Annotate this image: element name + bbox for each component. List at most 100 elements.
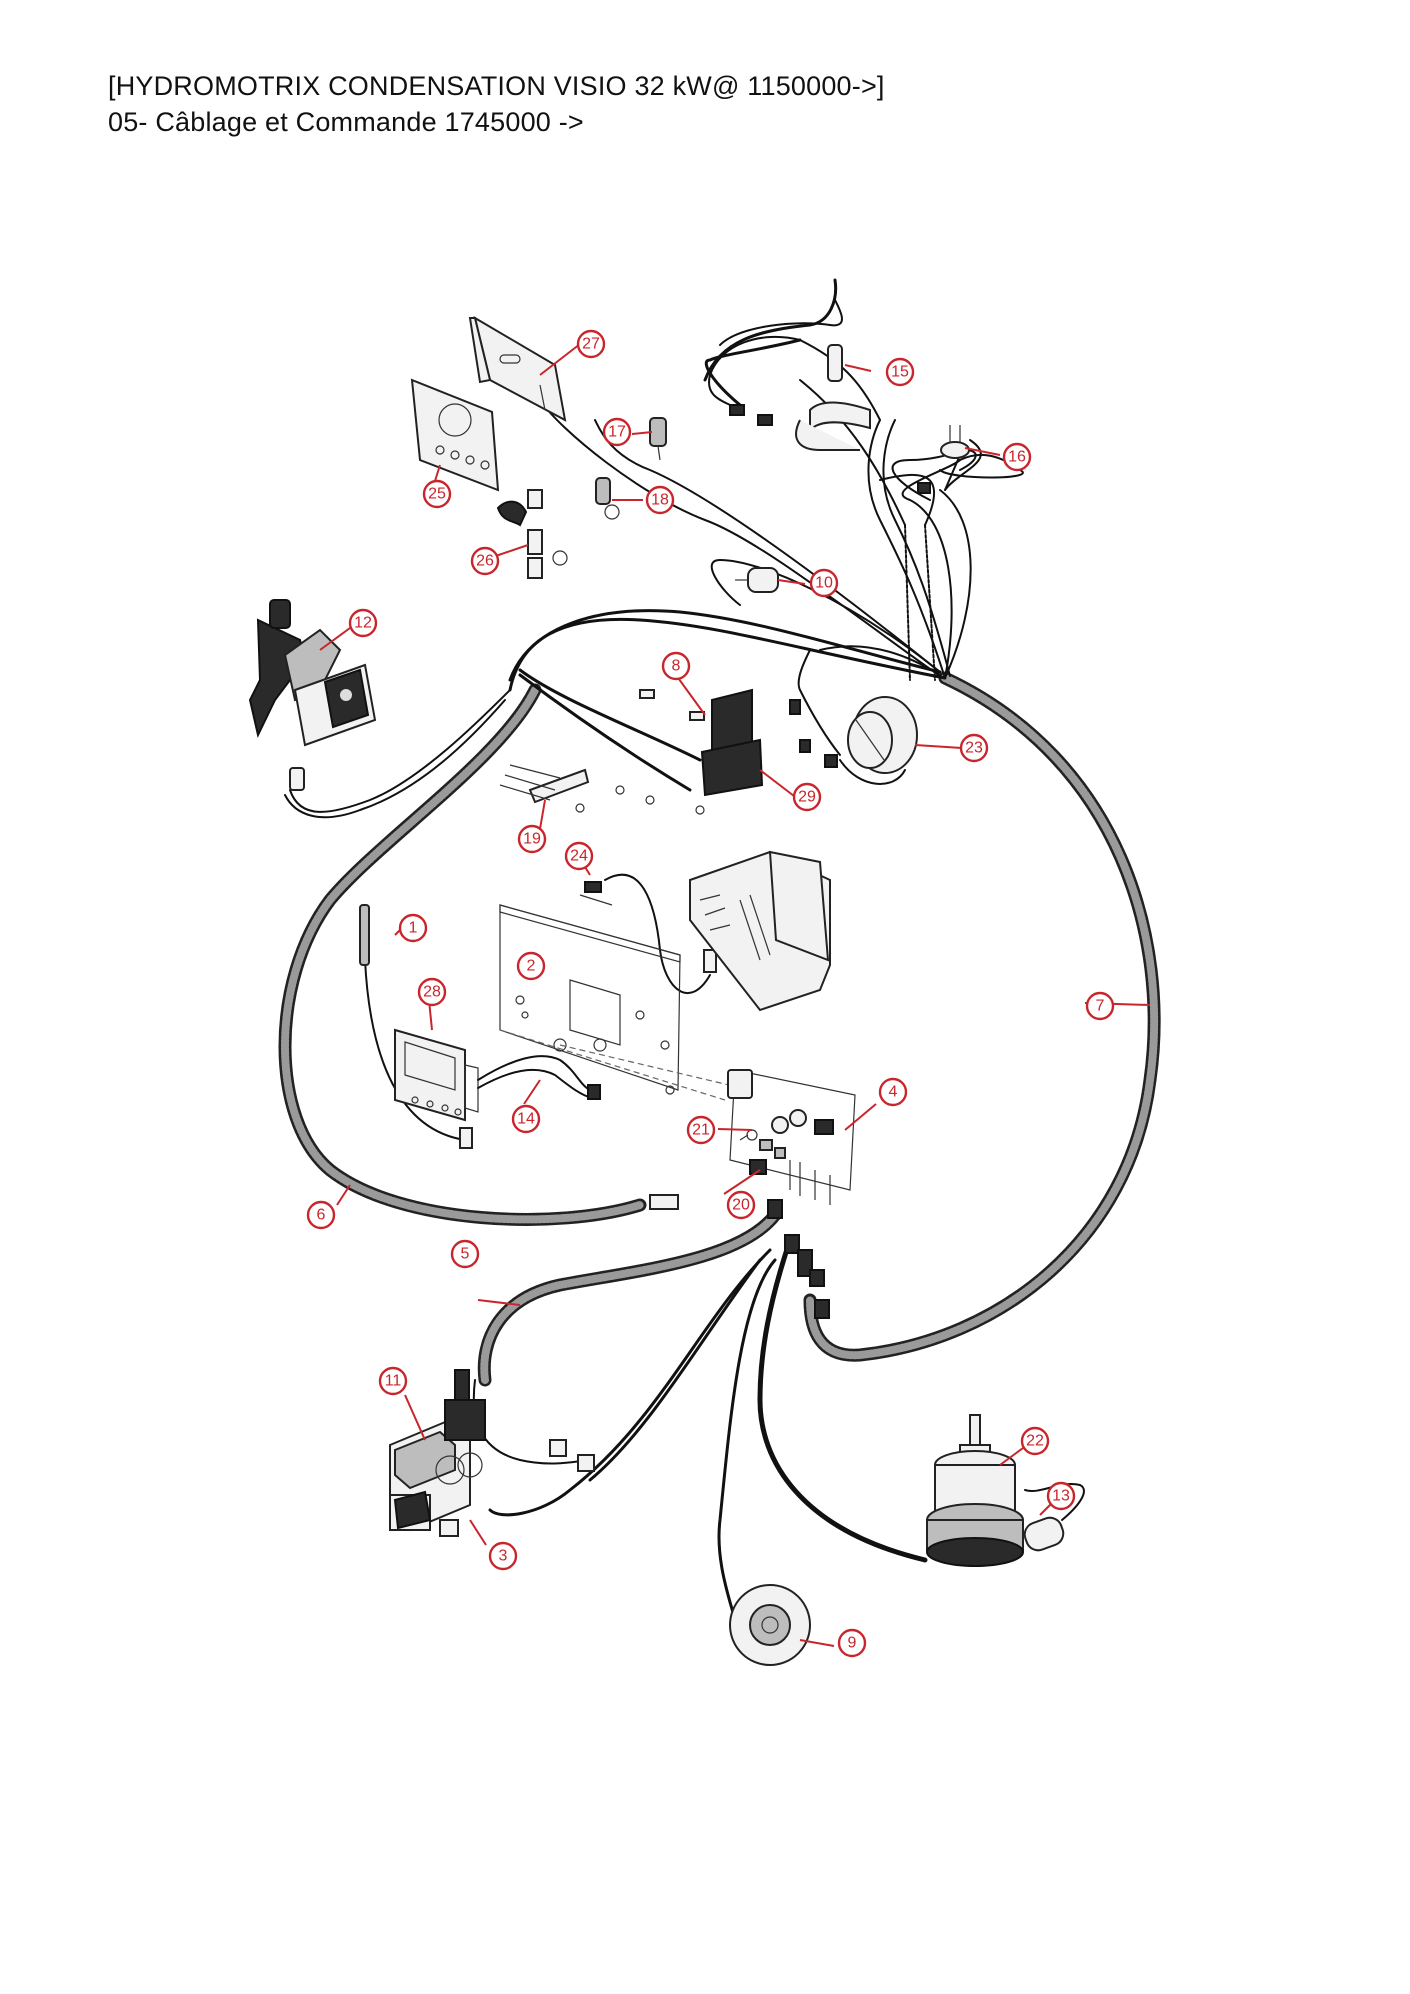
pin-21	[739, 1134, 749, 1141]
svg-text:29: 29	[798, 789, 816, 806]
sensor-disk-9	[729, 1584, 811, 1666]
wire-12	[289, 689, 511, 813]
page-header: [HYDROMOTRIX CONDENSATION VISIO 32 kW@ 1…	[108, 68, 885, 140]
display-28	[394, 1028, 479, 1122]
wire-15b	[703, 278, 838, 382]
control-box-housing	[689, 850, 831, 1012]
pcb-4	[727, 1069, 856, 1205]
callout-17: 17	[602, 417, 632, 447]
callout-15: 15	[885, 357, 915, 387]
pump-12	[248, 599, 377, 791]
wire-9	[717, 1258, 777, 1622]
wire-23b	[797, 649, 841, 756]
callout-8: 8	[661, 651, 691, 681]
wire-1	[364, 959, 466, 1141]
callout-3: 3	[488, 1541, 518, 1571]
callout-10: 10	[809, 568, 839, 598]
sensor-18	[595, 477, 620, 520]
wire-3	[488, 1248, 772, 1517]
wire-16	[891, 448, 977, 501]
callout-26: 26	[470, 546, 500, 576]
svg-text:1: 1	[409, 920, 418, 937]
callout-14: 14	[511, 1104, 541, 1134]
callout-25: 25	[422, 479, 452, 509]
svg-text:23: 23	[965, 740, 983, 757]
callout-6: 6	[306, 1200, 336, 1230]
svg-text:22: 22	[1026, 1433, 1044, 1450]
wire-15a	[704, 338, 802, 407]
fan-22	[926, 1414, 1024, 1567]
svg-text:21: 21	[692, 1122, 710, 1139]
wire-11b	[472, 1379, 591, 1465]
callout-22: 22	[1020, 1426, 1050, 1456]
callout-29: 29	[792, 782, 822, 812]
page-title: [HYDROMOTRIX CONDENSATION VISIO 32 kW@ 1…	[108, 71, 885, 101]
svg-text:5: 5	[461, 1246, 470, 1263]
callout-27: 27	[576, 329, 606, 359]
callout-28: 28	[417, 977, 447, 1007]
conduit-5	[477, 1208, 782, 1387]
electrode-19	[499, 764, 705, 815]
capacitor-13	[1023, 1482, 1085, 1552]
svg-text:9: 9	[848, 1635, 857, 1652]
svg-text:8: 8	[672, 658, 681, 675]
callout-4: 4	[878, 1077, 908, 1107]
callout-21: 21	[686, 1115, 716, 1145]
callout-7: 7	[1085, 991, 1115, 1021]
svg-text:14: 14	[517, 1111, 535, 1128]
connector-6	[649, 1194, 679, 1210]
callout-16: 16	[1002, 442, 1032, 472]
switch-26	[496, 489, 568, 579]
svg-text:28: 28	[423, 984, 441, 1001]
callout-18: 18	[645, 485, 675, 515]
pcb-connectors	[767, 1199, 830, 1319]
coiled-cable	[799, 379, 936, 681]
clip-16	[917, 425, 970, 494]
callout-12: 12	[348, 608, 378, 638]
sensor-10	[735, 567, 779, 593]
sensor-15	[729, 344, 871, 451]
callout-5: 5	[450, 1239, 480, 1269]
svg-text:16: 16	[1008, 449, 1026, 466]
mounting-plate-2	[499, 904, 751, 1101]
sensor-17	[649, 417, 667, 461]
cable-14	[477, 1055, 601, 1100]
svg-text:13: 13	[1052, 1488, 1070, 1505]
callout-9: 9	[837, 1628, 867, 1658]
control-panel-25	[410, 378, 500, 492]
svg-text:11: 11	[385, 1373, 402, 1390]
callout-19: 19	[517, 824, 547, 854]
gas-valve-11	[389, 1369, 595, 1537]
callout-24: 24	[564, 841, 594, 871]
svg-text:3: 3	[499, 1548, 508, 1565]
svg-text:26: 26	[476, 553, 494, 570]
wire-23	[839, 759, 906, 785]
svg-text:15: 15	[891, 364, 909, 381]
fan-motor-23	[789, 696, 918, 774]
connector-24	[579, 881, 717, 973]
callout-11: 11	[378, 1366, 408, 1396]
conduit-6	[278, 683, 647, 1226]
svg-text:10: 10	[815, 575, 833, 592]
svg-text:4: 4	[889, 1084, 898, 1101]
svg-text:18: 18	[651, 492, 669, 509]
probe-1	[359, 904, 473, 1149]
conduit-7	[803, 671, 1161, 1362]
svg-text:2: 2	[527, 958, 536, 975]
page-subtitle: 05- Câblage et Commande 1745000 ->	[108, 107, 584, 137]
callout-23: 23	[959, 733, 989, 763]
svg-text:12: 12	[354, 615, 372, 632]
svg-text:7: 7	[1096, 998, 1105, 1015]
svg-text:19: 19	[523, 831, 541, 848]
wire-11	[588, 1258, 762, 1482]
svg-text:20: 20	[732, 1197, 750, 1214]
main-harness	[508, 299, 1024, 792]
svg-text:24: 24	[570, 848, 588, 865]
svg-text:6: 6	[317, 1207, 326, 1224]
svg-text:27: 27	[582, 336, 600, 353]
svg-text:25: 25	[428, 486, 446, 503]
callout-2: 2	[516, 951, 546, 981]
svg-text:17: 17	[608, 424, 626, 441]
callout-20: 20	[726, 1190, 756, 1220]
